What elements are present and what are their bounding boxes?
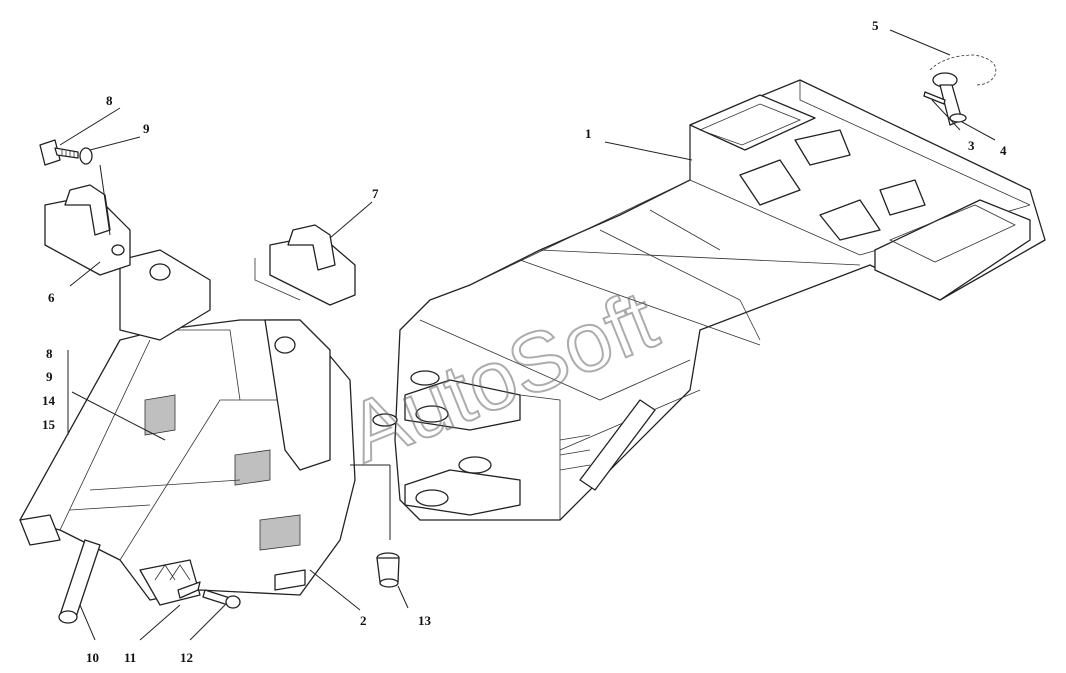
callout-9-top: 9 xyxy=(143,121,150,136)
callout-8-top: 8 xyxy=(106,93,113,108)
callout-labels: 1 2 3 4 5 6 7 8 9 8 9 14 15 10 11 12 13 xyxy=(42,18,1007,665)
rear-frame-part-1 xyxy=(372,79,1046,521)
callout-2: 2 xyxy=(360,613,367,628)
callout-13: 13 xyxy=(418,613,432,628)
front-frame-part-2 xyxy=(19,249,356,606)
chain-part-5 xyxy=(929,54,997,86)
callout-9-group: 9 xyxy=(46,369,53,384)
callout-8-group: 8 xyxy=(46,346,53,361)
cotter-part-11 xyxy=(177,581,201,599)
pin-part-4 xyxy=(932,72,967,126)
callout-4: 4 xyxy=(1000,143,1007,158)
clip-part-3 xyxy=(923,91,946,105)
callout-11: 11 xyxy=(124,650,136,665)
callout-10: 10 xyxy=(86,650,99,665)
bushing-part-13 xyxy=(376,552,400,588)
callout-14: 14 xyxy=(42,393,56,408)
callout-3: 3 xyxy=(968,138,975,153)
callout-1: 1 xyxy=(585,126,592,141)
callout-7: 7 xyxy=(372,186,379,201)
bracket-part-6 xyxy=(44,184,131,276)
callout-12: 12 xyxy=(180,650,193,665)
callout-5: 5 xyxy=(872,18,879,33)
callout-15: 15 xyxy=(42,417,56,432)
pin-part-12 xyxy=(202,589,241,609)
callout-6: 6 xyxy=(48,290,55,305)
washer-part-9 xyxy=(79,147,93,165)
bolt-part-8 xyxy=(39,139,79,166)
bracket-part-7 xyxy=(254,224,356,306)
rod-part-10 xyxy=(58,539,101,624)
leader-lines xyxy=(59,29,996,641)
